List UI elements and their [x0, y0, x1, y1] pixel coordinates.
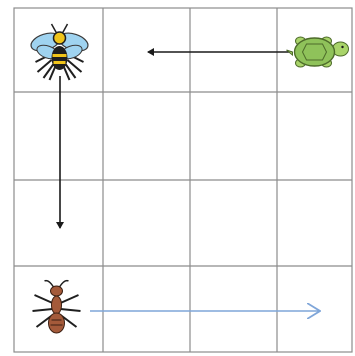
creature-layer — [30, 23, 349, 334]
grid-lines — [13, 7, 353, 353]
ant-icon — [32, 279, 81, 334]
turtle-icon — [286, 36, 349, 68]
bee-icon — [30, 23, 89, 81]
arrow-layer — [56, 48, 320, 311]
